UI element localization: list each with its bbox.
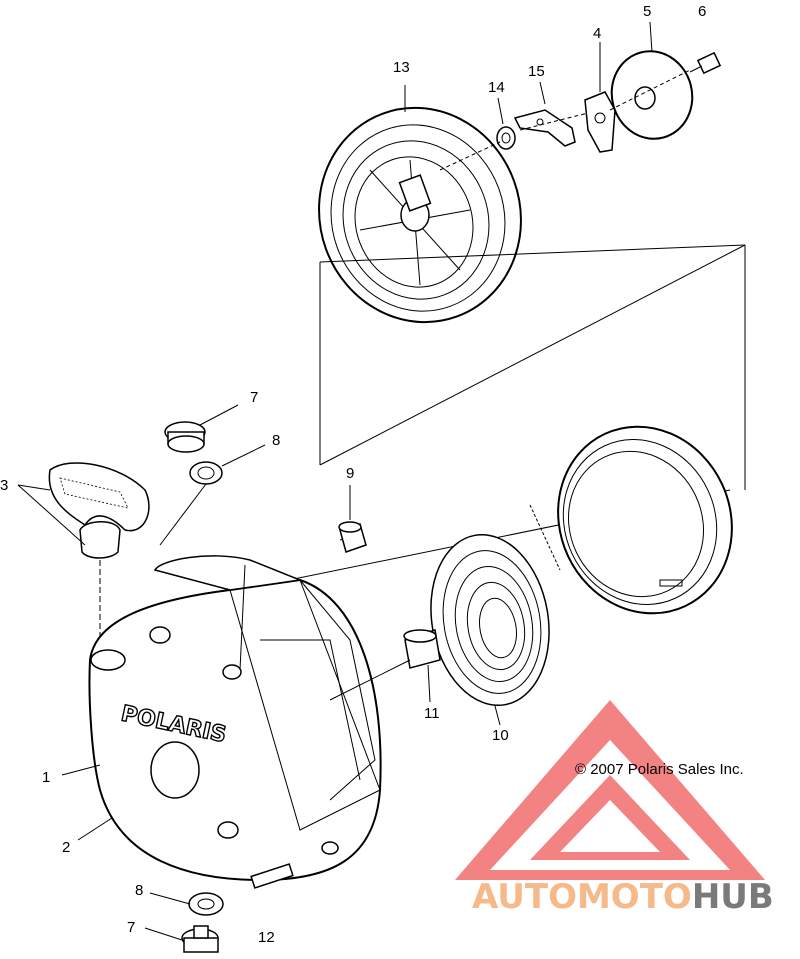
callout-6: 6 (698, 3, 706, 20)
callout-12: 12 (258, 929, 275, 946)
callout-9: 9 (346, 465, 354, 482)
callout-15: 15 (528, 63, 545, 80)
callout-7-top: 7 (250, 389, 258, 406)
sealing-washer-part-top (159, 461, 223, 546)
callout-8-bottom: 8 (135, 882, 143, 899)
callout-4: 4 (593, 25, 601, 42)
callout-11: 11 (424, 705, 440, 722)
watermark-logo-icon (455, 700, 765, 880)
center-bolt-part (689, 51, 722, 75)
leader-lines (17, 21, 653, 941)
friction-plate-part (584, 91, 616, 153)
pulley-bushing-part (403, 629, 441, 669)
housing-bolt-part (250, 863, 294, 889)
callout-8-top: 8 (272, 432, 280, 449)
rope-pulley-part (318, 106, 522, 324)
shaft-bushing-part (338, 521, 367, 553)
drain-plug-part-top (164, 421, 206, 453)
watermark-text-part1: AUTOMOTO (472, 877, 692, 917)
callout-10: 10 (492, 727, 509, 744)
cover-plate-part (609, 50, 694, 140)
callout-2: 2 (62, 839, 70, 856)
watermark-text-part2: HUB (692, 877, 774, 917)
ratchet-pawl-part (513, 109, 601, 147)
recoil-spring-part (430, 504, 561, 707)
starter-housing-part (88, 555, 411, 882)
callout-14: 14 (488, 79, 505, 96)
starter-handle-part (48, 462, 150, 640)
callout-7-bottom: 7 (127, 919, 135, 936)
spring-bushing-part (439, 126, 516, 171)
callout-1: 1 (42, 769, 50, 786)
callout-13: 13 (393, 59, 410, 76)
callout-5: 5 (643, 3, 651, 20)
drain-plug-part-bottom (181, 925, 219, 953)
sealing-washer-part-bottom (188, 892, 224, 916)
copyright-notice: © 2007 Polaris Sales Inc. (575, 761, 744, 778)
callout-3: 3 (0, 477, 8, 494)
spring-housing-ring (557, 425, 733, 615)
watermark-text: AUTOMOTOHUB (472, 877, 774, 917)
